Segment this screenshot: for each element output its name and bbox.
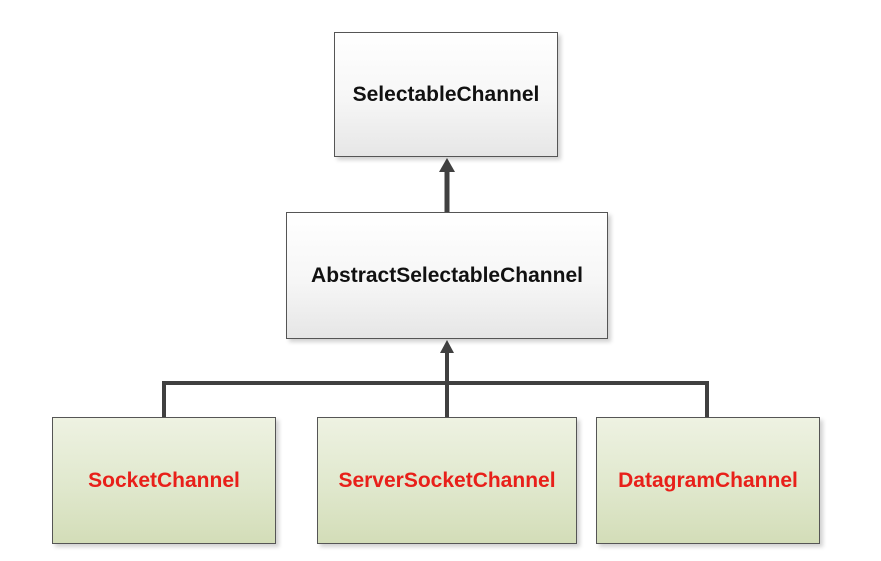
node-label: ServerSocketChannel <box>338 468 556 492</box>
node-label: DatagramChannel <box>618 468 798 492</box>
node-server-socket-channel: ServerSocketChannel <box>317 417 577 544</box>
node-socket-channel: SocketChannel <box>52 417 276 544</box>
arrowhead-abstract-icon <box>440 340 454 353</box>
node-label: SelectableChannel <box>352 82 540 106</box>
node-selectable-channel: SelectableChannel <box>334 32 558 157</box>
node-datagram-channel: DatagramChannel <box>596 417 820 544</box>
node-label: AbstractSelectableChannel <box>311 263 583 287</box>
node-abstract-selectable-channel: AbstractSelectableChannel <box>286 212 608 339</box>
arrowhead-selectable-icon <box>439 158 455 172</box>
node-label: SocketChannel <box>88 468 240 492</box>
